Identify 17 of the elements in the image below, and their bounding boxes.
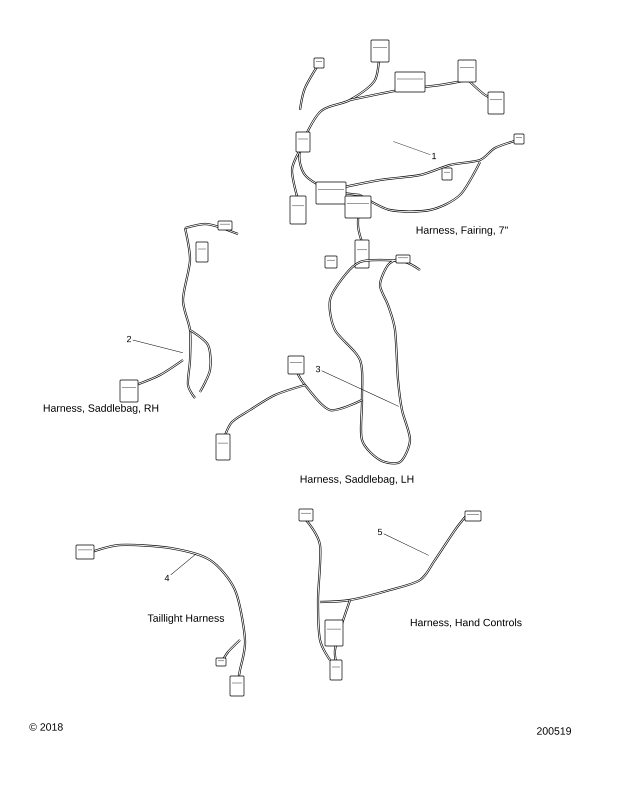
part-label: Harness, Saddlebag, RH (44, 404, 158, 414)
leader-line (132, 340, 184, 353)
part-label: © 2018 (29, 723, 63, 731)
leader-line (383, 534, 430, 556)
part-label: Harness, Hand Controls (410, 618, 522, 628)
part-label: Harness, Saddlebag, LH (300, 475, 414, 485)
leader-line (170, 554, 196, 576)
leader-line (321, 370, 400, 407)
part-label: Harness, Fairing, 7" (416, 226, 508, 236)
part-label: Taillight Harness (148, 614, 224, 624)
part-label: 200519 (537, 727, 571, 735)
wiring-harness-drawing (76, 544, 246, 696)
wiring-harness-drawing (298, 508, 482, 680)
wiring-harness-drawing (290, 40, 524, 268)
leader-line (392, 141, 431, 155)
wiring-harness-drawing (120, 220, 238, 402)
wiring-harness-drawing (216, 254, 421, 464)
